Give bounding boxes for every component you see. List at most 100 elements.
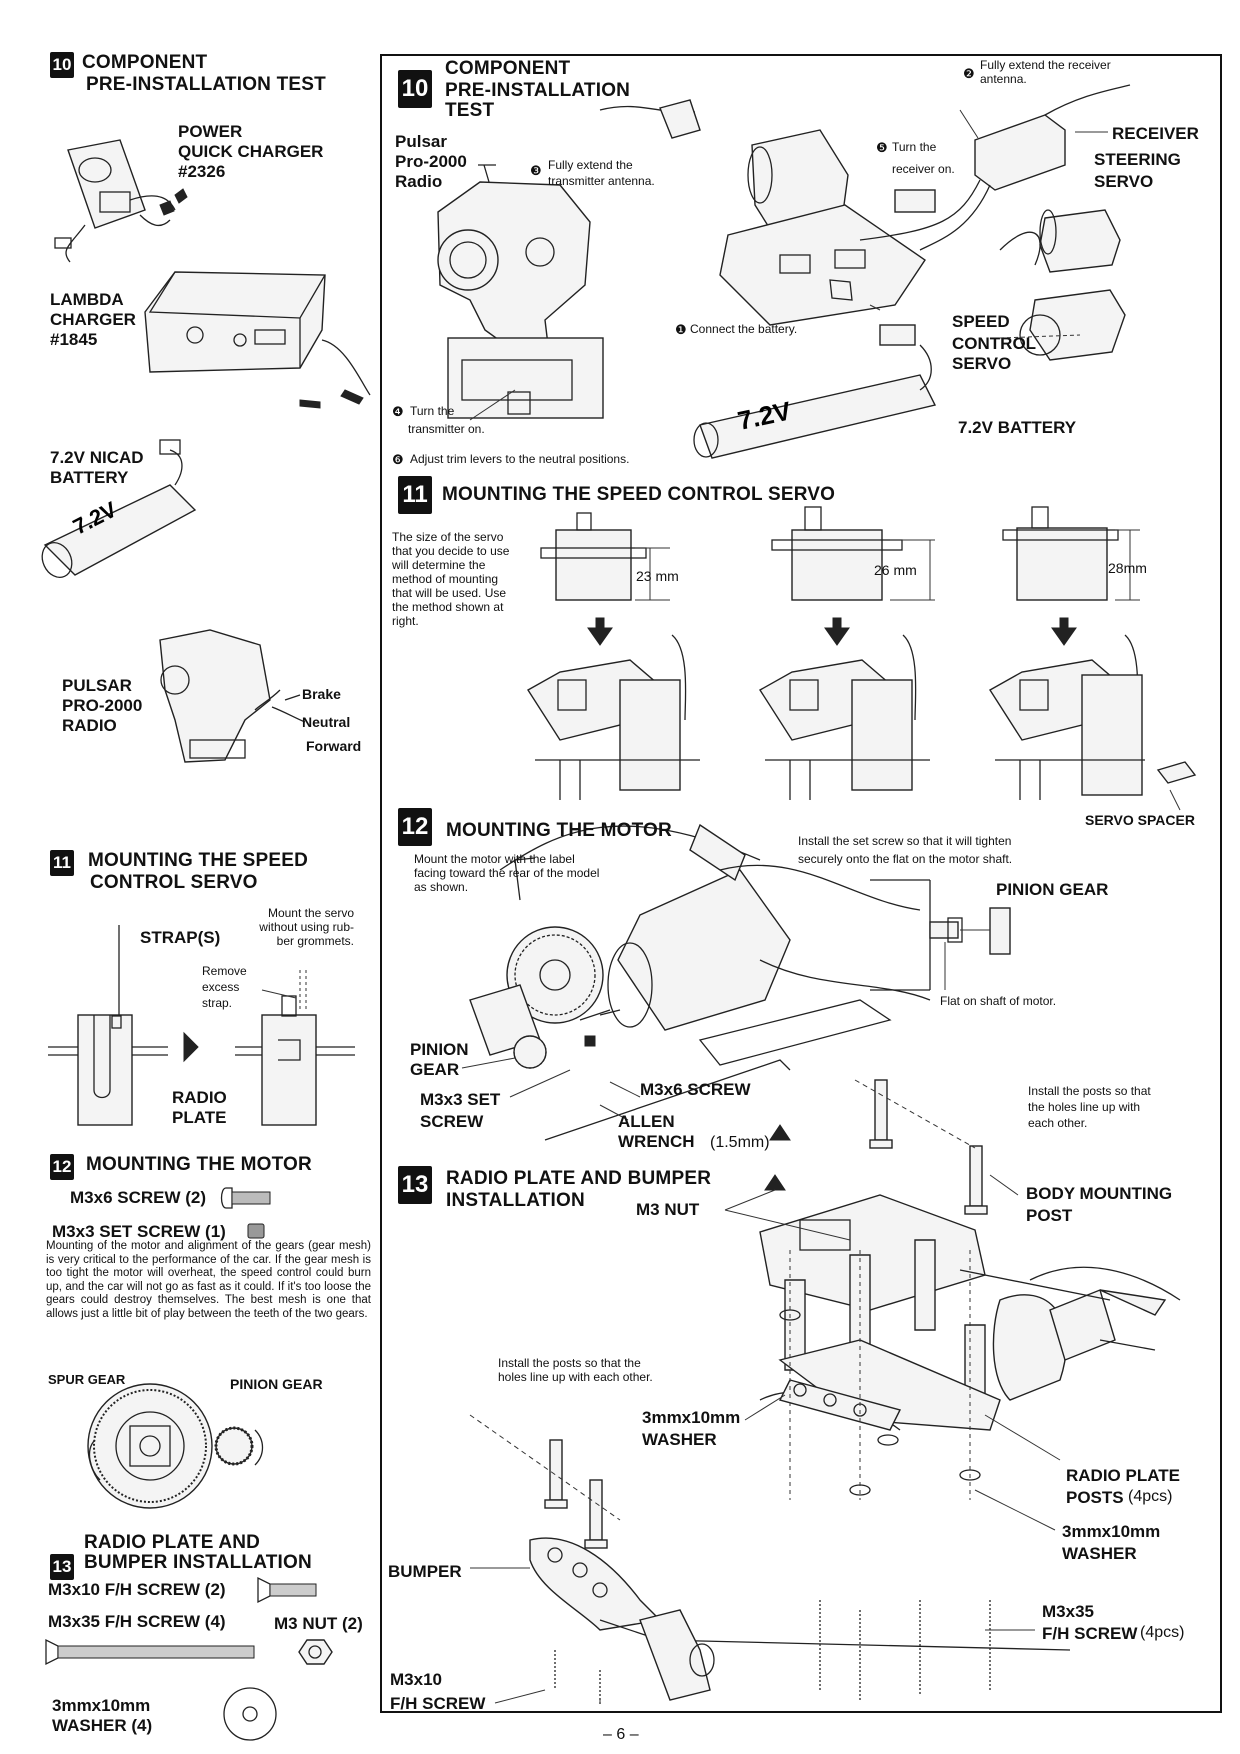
wrench-size-label: (1.5mm) bbox=[710, 1134, 770, 1151]
allen-label: ALLEN bbox=[618, 1112, 675, 1131]
s12-note-1: Mount the motor with the label bbox=[414, 852, 575, 866]
steering-servo-label-1: STEERING bbox=[1094, 150, 1181, 169]
s11-note-3: will determine the bbox=[392, 558, 486, 572]
step3-text-2: transmitter antenna. bbox=[548, 174, 655, 188]
spur-gear-label: SPUR GEAR bbox=[48, 1372, 126, 1387]
right-s13-title-1: RADIO PLATE AND BUMPER bbox=[446, 1168, 712, 1189]
washer-icon bbox=[223, 1687, 277, 1741]
steering-servo-illustration bbox=[999, 209, 1121, 273]
power-charger-label-3: #2326 bbox=[178, 162, 226, 181]
quick-charger-illustration bbox=[54, 139, 188, 263]
pulsar-radio-label-1: Pulsar bbox=[395, 132, 447, 151]
pinion-gear-label: PINION GEAR bbox=[230, 1376, 323, 1392]
step4-bullet: ❹ bbox=[392, 404, 404, 419]
pulsar-radio-label-2: Pro-2000 bbox=[395, 152, 467, 171]
set-screw-label-1: M3x3 SET bbox=[420, 1090, 501, 1109]
washer2-label-1: 3mmx10mm bbox=[1062, 1522, 1161, 1541]
step-badge-13: 13 bbox=[50, 1554, 74, 1580]
s11-note-6: the method shown at bbox=[392, 600, 504, 614]
radio-plate-label-2: PLATE bbox=[172, 1108, 227, 1127]
m3-nut-label: M3 NUT (2) bbox=[274, 1614, 363, 1633]
radio-plate-posts-label-1: RADIO PLATE bbox=[1066, 1466, 1180, 1485]
right-step-badge-13: 13 bbox=[398, 1166, 432, 1204]
pinion-detail-illustration bbox=[870, 879, 1011, 991]
trigger-brake: Brake bbox=[302, 686, 341, 702]
dim-23mm: 23 mm bbox=[636, 568, 679, 584]
mount-note-2: without using rub- bbox=[259, 920, 354, 934]
step2-bullet: ❷ bbox=[963, 66, 975, 81]
lambda-charger-label-1: LAMBDA bbox=[50, 290, 124, 309]
body-mounting-posts-illustration bbox=[469, 1079, 988, 1549]
left-s10-title-line2: PRE-INSTALLATION TEST bbox=[86, 74, 326, 95]
motor-mount-illustration bbox=[469, 823, 931, 1141]
right-s12-title: MOUNTING THE MOTOR bbox=[446, 820, 672, 841]
s12-note-3: as shown. bbox=[414, 880, 469, 894]
m3x6-screw-right-label: M3x6 SCREW bbox=[640, 1080, 751, 1099]
lambda-charger-illustration bbox=[144, 271, 371, 409]
right-s10-title-2: PRE-INSTALLATION bbox=[445, 80, 631, 101]
servo-strap-diagram bbox=[48, 925, 355, 1126]
s11-note-4: method of mounting bbox=[392, 572, 499, 586]
left-s12-title: MOUNTING THE MOTOR bbox=[86, 1154, 312, 1175]
servo-size-23mm-illustration bbox=[540, 512, 670, 601]
m3x10-label-1: M3x10 bbox=[390, 1670, 442, 1689]
right-step-badge-11: 11 bbox=[398, 476, 432, 514]
pinion-label-1: PINION bbox=[410, 1040, 469, 1059]
m3x35-screw-icon bbox=[45, 1638, 255, 1666]
washer-label-1: 3mmx10mm bbox=[52, 1696, 151, 1715]
washer-label-2: WASHER (4) bbox=[52, 1716, 153, 1735]
step6-bullet: ❻ bbox=[392, 452, 404, 467]
lambda-charger-label-3: #1845 bbox=[50, 330, 98, 349]
step6-text: Adjust trim levers to the neutral positi… bbox=[410, 452, 630, 466]
power-charger-label-2: QUICK CHARGER bbox=[178, 142, 324, 161]
s11-note-2: that you decide to use bbox=[392, 544, 510, 558]
transmitter-illustration bbox=[437, 164, 604, 419]
dim-26mm: 26 mm bbox=[874, 562, 917, 578]
right-s10-title-1: COMPONENT bbox=[445, 58, 571, 79]
posts-note-1: Install the posts so that bbox=[1028, 1084, 1151, 1098]
speed-control-servo-label-1: SPEED bbox=[952, 312, 1010, 331]
step-badge-11: 11 bbox=[50, 850, 74, 876]
step-badge-12: 12 bbox=[50, 1154, 74, 1180]
m3x10-label-2: F/H SCREW bbox=[390, 1694, 486, 1713]
washer-right-label-2: WASHER bbox=[642, 1430, 717, 1449]
step4-text-1: Turn the bbox=[410, 404, 455, 418]
step2-text-2: antenna. bbox=[980, 72, 1027, 86]
remove-note-2: excess bbox=[202, 980, 240, 994]
long-screws-illustration bbox=[554, 1250, 991, 1705]
radio-plate-label-1: RADIO bbox=[172, 1088, 227, 1107]
mounted-servo-2 bbox=[759, 634, 930, 800]
set-screw-label-2: SCREW bbox=[420, 1112, 484, 1131]
left-s10-title-line1: COMPONENT bbox=[82, 52, 208, 73]
pulsar-label-2: PRO-2000 bbox=[62, 696, 143, 715]
receiver-illustration bbox=[859, 84, 1131, 251]
m3x10-fh-screw-label: M3x10 F/H SCREW (2) bbox=[48, 1580, 226, 1599]
posts-note-2: the holes line up with bbox=[1028, 1100, 1141, 1114]
bumper-label: BUMPER bbox=[388, 1562, 462, 1581]
posts-note2-2: holes line up with each other. bbox=[498, 1370, 653, 1384]
servo-size-28mm-illustration bbox=[1002, 506, 1140, 601]
m3x6-screw-icon bbox=[220, 1187, 271, 1209]
flat-on-shaft-label: Flat on shaft of motor. bbox=[940, 994, 1057, 1008]
mounted-servo-3 bbox=[989, 634, 1197, 811]
battery-label: 7.2V BATTERY bbox=[958, 418, 1077, 437]
radio-plate-posts-qty: (4pcs) bbox=[1128, 1488, 1173, 1505]
mount-note-1: Mount the servo bbox=[267, 906, 354, 920]
spur-gear-illustration bbox=[87, 1383, 264, 1509]
mounted-servo-1 bbox=[527, 634, 700, 800]
washer-right-label-1: 3mmx10mm bbox=[642, 1408, 741, 1427]
main-instruction-frame bbox=[380, 54, 1222, 1713]
step2-text-1: Fully extend the receiver bbox=[980, 58, 1111, 72]
remove-note-1: Remove bbox=[202, 964, 247, 978]
nicad-label-2: BATTERY bbox=[50, 468, 129, 487]
straps-label: STRAP(S) bbox=[140, 928, 221, 947]
gear-mesh-paragraph: Mounting of the motor and alignment of t… bbox=[46, 1240, 371, 1320]
right-s13-title-2: INSTALLATION bbox=[446, 1190, 585, 1211]
left-s11-title-line1: MOUNTING THE SPEED bbox=[88, 850, 309, 871]
radio-plate-posts-label-2: POSTS bbox=[1066, 1488, 1124, 1507]
m3x35-label: M3x35 bbox=[1042, 1602, 1094, 1621]
speed-control-servo-label-2: CONTROL bbox=[952, 334, 1037, 353]
s11-note-5: that will be used. Use bbox=[392, 586, 507, 600]
pulsar-radio-illustration bbox=[159, 629, 306, 763]
power-charger-label-1: POWER bbox=[178, 122, 243, 141]
